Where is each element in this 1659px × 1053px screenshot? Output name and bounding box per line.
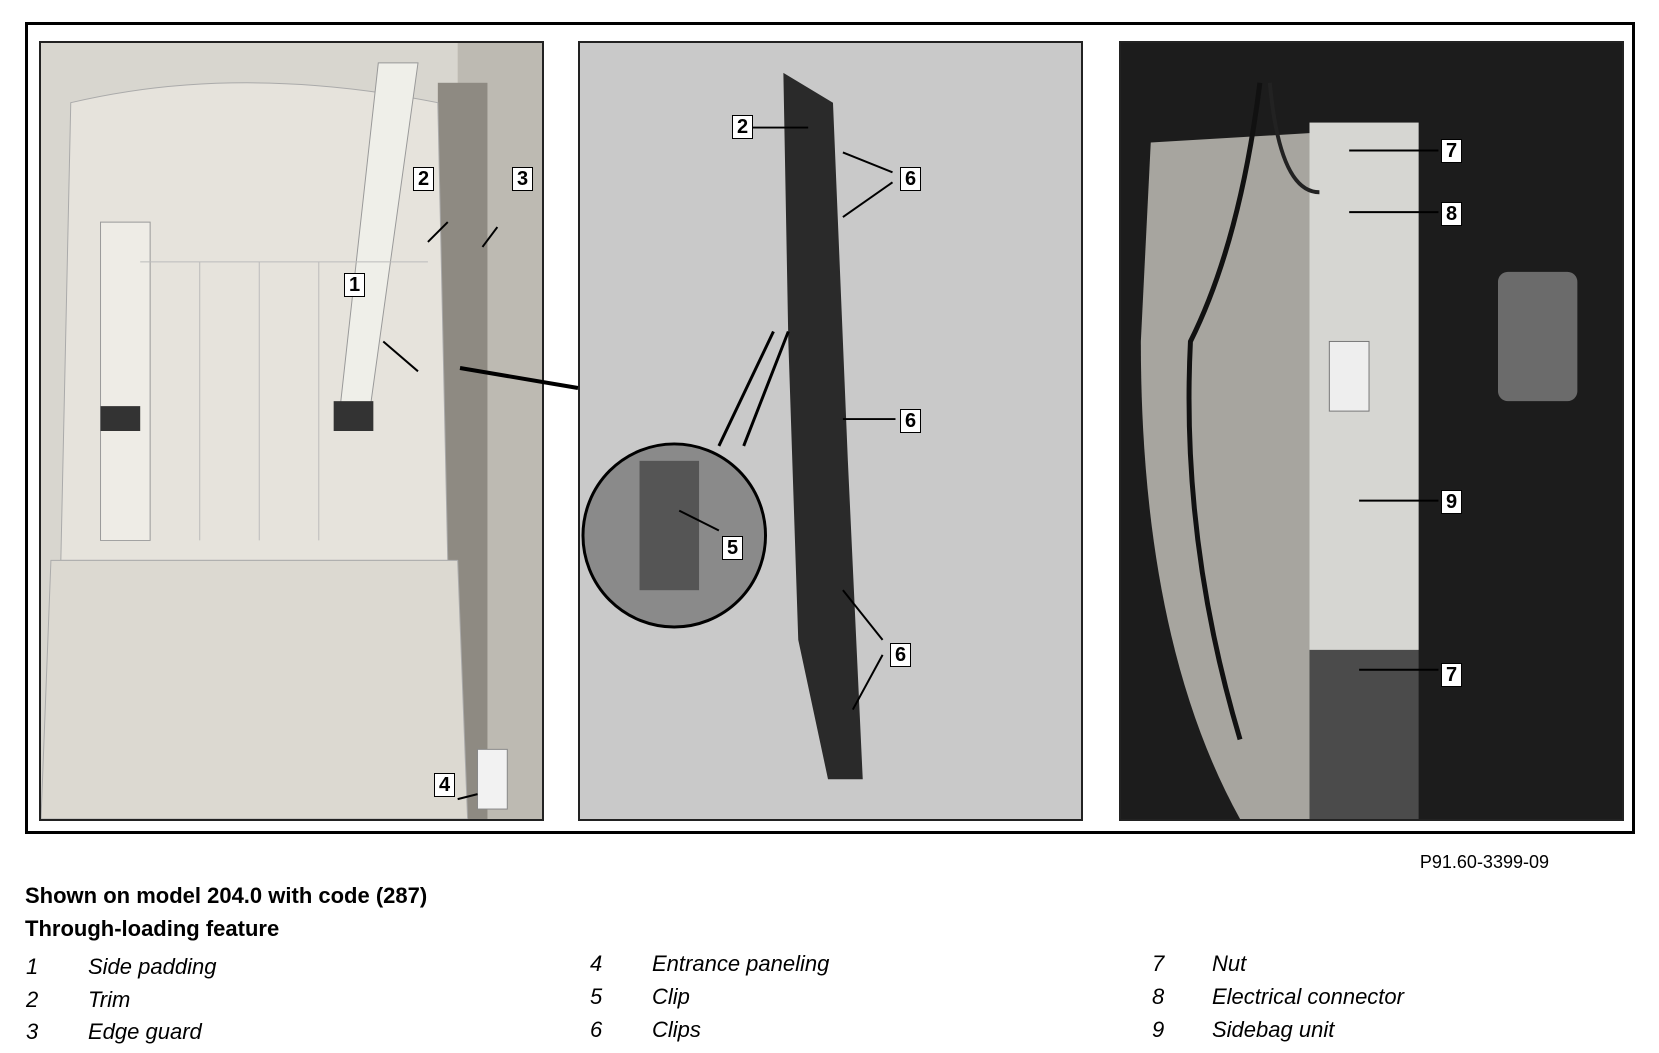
- caption-feature: Through-loading feature: [25, 916, 280, 941]
- figure-frame: 2 3 1 4 2 6 6 5 6: [25, 22, 1635, 834]
- caption-model: Shown on model 204.0 with code (287): [25, 883, 428, 908]
- trim-illustration: [580, 43, 1081, 819]
- legend-number: 2: [26, 987, 39, 1012]
- panel-rear-seat: 2 3 1 4: [39, 41, 544, 821]
- legend-label: Nut: [1212, 951, 1247, 976]
- legend-label: Entrance paneling: [652, 951, 830, 976]
- legend-number: 5: [590, 984, 603, 1009]
- legend-label: Trim: [88, 987, 131, 1012]
- rear-seat-illustration: [41, 43, 542, 819]
- callout-label: 6: [900, 409, 922, 433]
- legend-number: 3: [26, 1019, 39, 1044]
- legend-label: Side padding: [88, 954, 217, 979]
- callout-label: 7: [1441, 139, 1463, 163]
- legend-number: 9: [1152, 1017, 1165, 1042]
- figure-reference: P91.60-3399-09: [1419, 852, 1549, 872]
- sidebag-illustration: [1121, 43, 1622, 819]
- legend-label: Electrical connector: [1212, 984, 1404, 1009]
- callout-label: 6: [900, 167, 922, 191]
- legend-label: Clip: [652, 984, 690, 1009]
- legend-number: 4: [590, 951, 603, 976]
- callout-label: 5: [722, 536, 744, 560]
- legend-number: 1: [26, 954, 39, 979]
- callout-label: 7: [1441, 663, 1463, 687]
- callout-label: 8: [1441, 202, 1463, 226]
- legend-number: 6: [590, 1017, 603, 1042]
- panel-sidebag: 7 8 9 7: [1119, 41, 1624, 821]
- callout-label: 4: [434, 773, 456, 797]
- legend-number: 7: [1152, 951, 1165, 976]
- legend-number: 8: [1152, 984, 1165, 1009]
- legend-label: Clips: [652, 1017, 701, 1042]
- callout-label: 9: [1441, 490, 1463, 514]
- callout-label: 6: [890, 643, 912, 667]
- callout-label: 1: [344, 273, 366, 297]
- callout-label: 2: [732, 115, 754, 139]
- callout-label: 2: [413, 167, 435, 191]
- panel-trim: 2 6 6 5 6: [578, 41, 1083, 821]
- legend-label: Edge guard: [88, 1019, 202, 1044]
- legend-label: Sidebag unit: [1212, 1017, 1335, 1042]
- callout-label: 3: [512, 167, 534, 191]
